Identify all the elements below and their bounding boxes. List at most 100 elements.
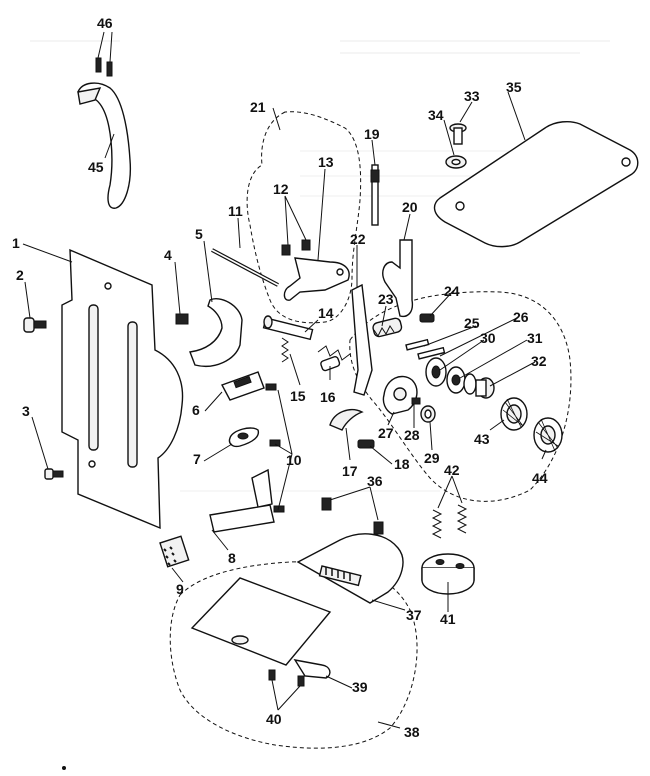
- callout-16: 16: [320, 389, 336, 405]
- callout-43: 43: [474, 431, 490, 447]
- knob-43: [500, 397, 528, 431]
- spring-23: [372, 317, 403, 338]
- leader-lines: [22, 31, 547, 729]
- link-13: [283, 257, 350, 301]
- handle-45-cap: [77, 87, 102, 105]
- callout-2: 2: [16, 267, 24, 283]
- spring-16: [317, 345, 351, 372]
- callout-17: 17: [342, 463, 358, 479]
- shaft-14: [262, 315, 314, 341]
- callout-46: 46: [97, 15, 113, 31]
- nut-29: [420, 405, 436, 423]
- handle-45: [77, 82, 132, 209]
- callout-29: 29: [424, 450, 440, 466]
- bleed-through-lines: [30, 40, 620, 492]
- callout-36: 36: [367, 473, 383, 489]
- callout-32: 32: [531, 353, 547, 369]
- screw-pair-40: [268, 669, 305, 687]
- callout-12: 12: [273, 181, 289, 197]
- back-plate-hole-lower: [88, 460, 96, 468]
- back-plate-hole: [104, 282, 112, 290]
- callout-13: 13: [318, 154, 334, 170]
- callout-30: 30: [480, 330, 496, 346]
- washer-34: [445, 155, 467, 169]
- screw-pair-12: [281, 239, 311, 256]
- screw-3: [44, 468, 64, 480]
- callout-14: 14: [318, 305, 334, 321]
- callout-21: 21: [250, 99, 266, 115]
- spring-15: [281, 337, 289, 363]
- callout-15: 15: [290, 388, 306, 404]
- back-plate-slot-right: [127, 321, 138, 468]
- callout-18: 18: [394, 456, 410, 472]
- callout-22: 22: [350, 231, 366, 247]
- link-22: [351, 283, 373, 396]
- callout-26: 26: [513, 309, 529, 325]
- cap-32: [475, 377, 495, 399]
- back-plate-1: [61, 248, 184, 530]
- callout-25: 25: [464, 315, 480, 331]
- callout-37: 37: [406, 607, 422, 623]
- crescent-17: [329, 408, 364, 431]
- callout-24: 24: [444, 283, 460, 299]
- callout-23: 23: [378, 291, 394, 307]
- disc-31: [446, 366, 477, 395]
- callout-38: 38: [404, 724, 420, 740]
- pin-25: [405, 338, 430, 351]
- back-plate-slot-left: [88, 304, 99, 451]
- group-outline-38: [169, 561, 418, 749]
- spring-pair-42: [431, 504, 468, 539]
- screw-4: [175, 313, 189, 325]
- callout-34: 34: [428, 107, 444, 123]
- screw-24: [419, 313, 435, 323]
- shaft-19: [370, 164, 380, 226]
- screw-10: [265, 383, 285, 513]
- group-outline-right: [349, 291, 572, 502]
- callout-labels: 46 45 1 2 3 4 5 6 7 8 9 10 11 12 13 14 1…: [12, 15, 548, 740]
- slide-plate-38: [190, 577, 332, 666]
- callout-31: 31: [527, 330, 543, 346]
- callout-40: 40: [266, 711, 282, 727]
- callout-11: 11: [228, 203, 243, 219]
- callout-3: 3: [22, 403, 30, 419]
- callout-42: 42: [444, 462, 460, 478]
- screw-pair-36: [321, 497, 384, 535]
- group-outline-21: [246, 111, 362, 324]
- pin-26: [417, 346, 446, 360]
- callout-9: 9: [176, 581, 184, 597]
- callout-33: 33: [464, 88, 480, 104]
- callout-28: 28: [404, 427, 420, 443]
- guide-8: [209, 468, 275, 533]
- callout-20: 20: [402, 199, 418, 215]
- screw-33: [449, 123, 467, 145]
- callout-7: 7: [193, 451, 201, 467]
- callout-35: 35: [506, 79, 522, 95]
- callout-19: 19: [364, 126, 380, 142]
- callout-10: 10: [286, 452, 302, 468]
- callout-27: 27: [378, 425, 394, 441]
- callout-6: 6: [192, 402, 200, 418]
- bracket-20: [382, 239, 414, 318]
- block-6: [221, 371, 265, 401]
- callout-1: 1: [12, 235, 20, 251]
- callout-4: 4: [164, 247, 172, 263]
- disc-27: [382, 375, 418, 415]
- cover-35: [433, 120, 639, 248]
- callout-39: 39: [352, 679, 368, 695]
- bracket-5: [189, 298, 243, 367]
- callout-5: 5: [195, 226, 203, 242]
- callout-44: 44: [532, 470, 548, 486]
- knob-44: [533, 417, 563, 453]
- latch-39: [293, 659, 331, 679]
- callout-41: 41: [440, 611, 456, 627]
- needle-plate-37: [296, 533, 404, 604]
- screw-2: [23, 317, 47, 333]
- disc-30: [425, 357, 447, 387]
- feed-dog-9: [159, 535, 190, 568]
- base-41: [421, 553, 475, 595]
- callout-8: 8: [228, 550, 236, 566]
- page-speck: [62, 766, 66, 770]
- screw-28: [411, 397, 421, 405]
- callout-45: 45: [88, 159, 104, 175]
